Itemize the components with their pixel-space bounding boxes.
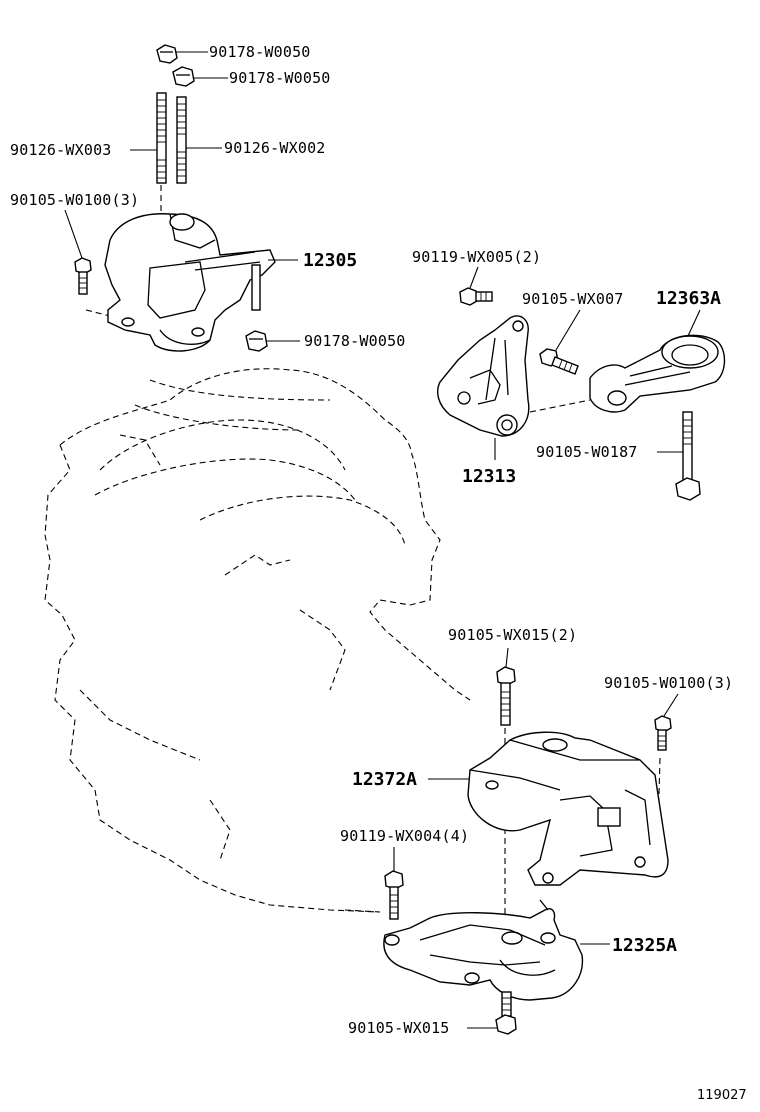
label-90119-wx005: 90119-WX005(2) [412,248,541,266]
bolt-90119-wx005 [459,287,493,306]
engine-outline [44,368,471,913]
torque-rod-12363a [589,334,726,413]
bolt-90119-wx004 [384,870,404,920]
label-90105-wx015-2: 90105-WX015(2) [448,626,577,644]
bolt-90105-left-top [74,257,92,295]
nut-90178-bottom [245,330,268,352]
label-90126-wx003: 90126-WX003 [10,141,112,159]
leaders-top-left [64,51,300,342]
mount-bracket-12372a [467,731,669,886]
label-90178-top-1: 90178-W0050 [209,43,311,61]
engine-mount-12325a [383,899,584,1001]
label-90178-bottom: 90178-W0050 [304,332,406,350]
bolt-90105-wx015-lower [495,991,517,1035]
stud-90126-right [176,96,187,184]
label-90105-wx015-bottom: 90105-WX015 [348,1019,450,1037]
label-90119-wx004: 90119-WX004(4) [340,827,469,845]
label-12363a: 12363A [656,288,721,309]
label-12305: 12305 [303,250,357,271]
figure-id: 119027 [697,1088,747,1103]
nut-90178-top-2 [172,66,195,87]
label-90105-w0100-left: 90105-W0100(3) [10,191,139,209]
label-90105-w0187: 90105-W0187 [536,443,638,461]
label-90178-top-2: 90178-W0050 [229,69,331,87]
label-90105-w0100-right: 90105-W0100(3) [604,674,733,692]
nut-90178-top-1 [156,44,178,64]
label-12325a: 12325A [612,935,677,956]
bolt-90105-wx007 [539,348,579,375]
engine-mount-12305 [104,213,276,352]
bracket-12313 [437,315,530,437]
label-90105-wx007: 90105-WX007 [522,290,624,308]
label-12372a: 12372A [352,769,417,790]
bolt-90105-w0187 [675,411,701,501]
label-90126-wx002: 90126-WX002 [224,139,326,157]
bolt-90105-wx015-upper [496,666,516,726]
bolt-90105-w0100-right [654,715,672,751]
label-12313: 12313 [462,466,516,487]
stud-90126-left [156,92,167,184]
